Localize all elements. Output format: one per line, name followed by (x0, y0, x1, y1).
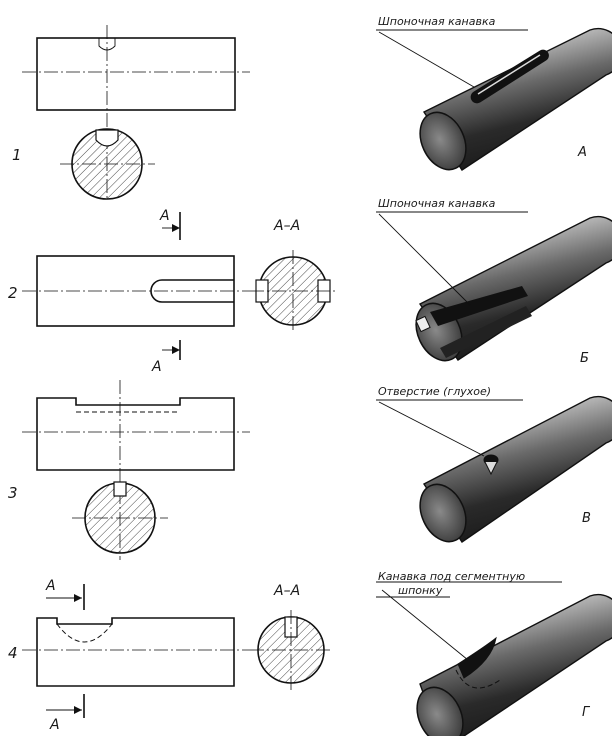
view-1-section (60, 128, 155, 200)
view-4-cut-label-top: А (45, 578, 56, 594)
pictorial-a-caption: Шпоночная канавка (378, 15, 496, 28)
view-2-number: 2 (8, 284, 18, 302)
pictorial-v-shaft (419, 395, 612, 543)
view-1-number: 1 (12, 146, 22, 164)
view-2-section-label: А–А (273, 218, 300, 234)
pictorial-g-caption-line2: шпонку (398, 584, 443, 597)
view-3-section (72, 481, 168, 554)
pictorial-v-letter: В (582, 511, 591, 526)
pictorial-b-caption: Шпоночная канавка (378, 197, 496, 210)
view-2-cut-label-bottom: А (151, 359, 162, 375)
view-2-front (22, 212, 250, 360)
view-4-front (22, 584, 250, 718)
pictorial-v-caption: Отверстие (глухое) (378, 385, 491, 398)
view-4-section-label: А–А (273, 583, 300, 599)
view-2-section (250, 250, 336, 332)
view-3-number: 3 (8, 484, 18, 502)
pictorial-g-letter: Г (582, 705, 591, 720)
pictorial-a-letter: А (577, 145, 587, 160)
view-4-cut-label-bottom: А (49, 717, 60, 733)
view-4-number: 4 (8, 644, 18, 662)
view-4-section (250, 610, 332, 690)
pictorial-b-leader (378, 213, 471, 306)
pictorial-a-shaft (419, 27, 612, 171)
pictorial-v-leader (378, 401, 485, 457)
pictorial-b-letter: Б (580, 351, 589, 366)
pictorial-g-shaft (416, 593, 612, 736)
pictorial-b-shaft (415, 215, 612, 362)
view-2-cut-label-top: А (159, 208, 170, 224)
pictorial-g-caption-line1: Канавка под сегментную (378, 570, 525, 583)
pictorial-g-leader (381, 589, 469, 661)
pictorial-a-leader (378, 31, 475, 88)
